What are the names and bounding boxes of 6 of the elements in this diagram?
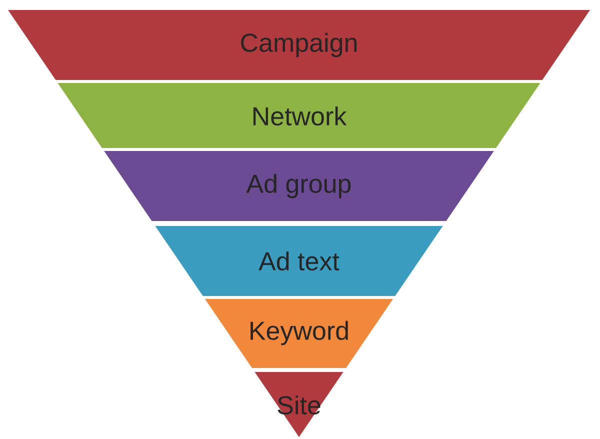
funnel-band: Ad text xyxy=(155,226,443,296)
funnel-band: Site xyxy=(254,372,344,437)
funnel-band: Ad group xyxy=(104,151,494,221)
funnel-band: Network xyxy=(58,83,540,148)
funnel-band: Campaign xyxy=(8,10,590,80)
funnel-band: Keyword xyxy=(205,299,393,368)
